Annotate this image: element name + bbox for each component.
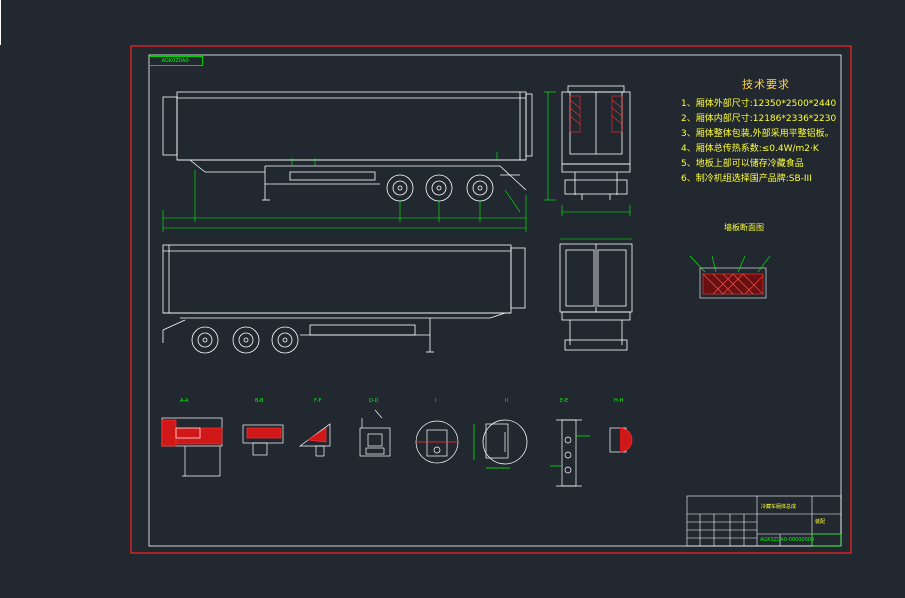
end-view-top-dimensions — [544, 91, 631, 216]
detail-i — [415, 420, 459, 464]
wall-section-title: 墙板断面图 — [724, 223, 764, 232]
title-block-code-cell — [811, 533, 842, 547]
title-block-name: 冷藏车厢体总成 — [761, 504, 797, 510]
cursor-corner-mark — [0, 0, 3, 45]
tech-requirement-item: 1、厢体外部尺寸:12350*2500*2440 — [681, 99, 837, 109]
section-label: H-H — [614, 398, 624, 404]
drawing-number-box: AGK0Z0A0-47X289509Y — [149, 56, 203, 66]
tech-requirements-title: 技术要求 — [742, 78, 790, 91]
detail-a-a — [161, 417, 223, 477]
tech-requirement-item: 4、厢体总传热系数:≤0.4W/m2·K — [681, 144, 819, 154]
detail-f-f — [298, 423, 331, 457]
tech-requirement-item: 5、地板上部可以储存冷藏食品 — [681, 159, 804, 169]
detail-ii — [473, 419, 528, 469]
side-view-middle — [162, 244, 526, 353]
title-block-code: AGK0Z0A0-00000000 — [760, 537, 815, 543]
tech-requirement-item: 3、厢体整体包装,外部采用平整铝板。 — [681, 129, 834, 139]
rear-view-middle — [559, 243, 633, 351]
detail-b-b — [242, 424, 284, 456]
section-label: D-D — [369, 398, 379, 404]
side-view-top-wheels — [386, 174, 494, 202]
end-view-top-hatch — [569, 95, 623, 133]
side-view-top-dimensions — [162, 152, 527, 232]
side-view-top — [162, 91, 533, 201]
detail-e-e — [550, 419, 590, 487]
tech-requirement-item: 2、厢体内部尺寸:12186*2336*2230 — [681, 114, 837, 124]
end-view-top — [561, 85, 631, 200]
detail-h-h — [609, 427, 633, 453]
section-label: I — [435, 398, 437, 404]
section-label: A-A — [180, 398, 189, 404]
section-label: E-E — [560, 398, 569, 404]
detail-d-d — [359, 409, 391, 457]
section-label: F-F — [314, 398, 322, 404]
outer-frame — [130, 45, 852, 554]
wall-section-detail — [689, 255, 771, 299]
inner-frame — [148, 54, 842, 547]
tech-requirement-item: 6、制冷机组选择国产品牌:SB-III — [681, 174, 812, 184]
title-block-material: 装配 — [815, 519, 826, 525]
side-view-middle-wheels — [191, 326, 299, 354]
section-label: II — [505, 398, 508, 404]
section-label: B-B — [255, 398, 264, 404]
